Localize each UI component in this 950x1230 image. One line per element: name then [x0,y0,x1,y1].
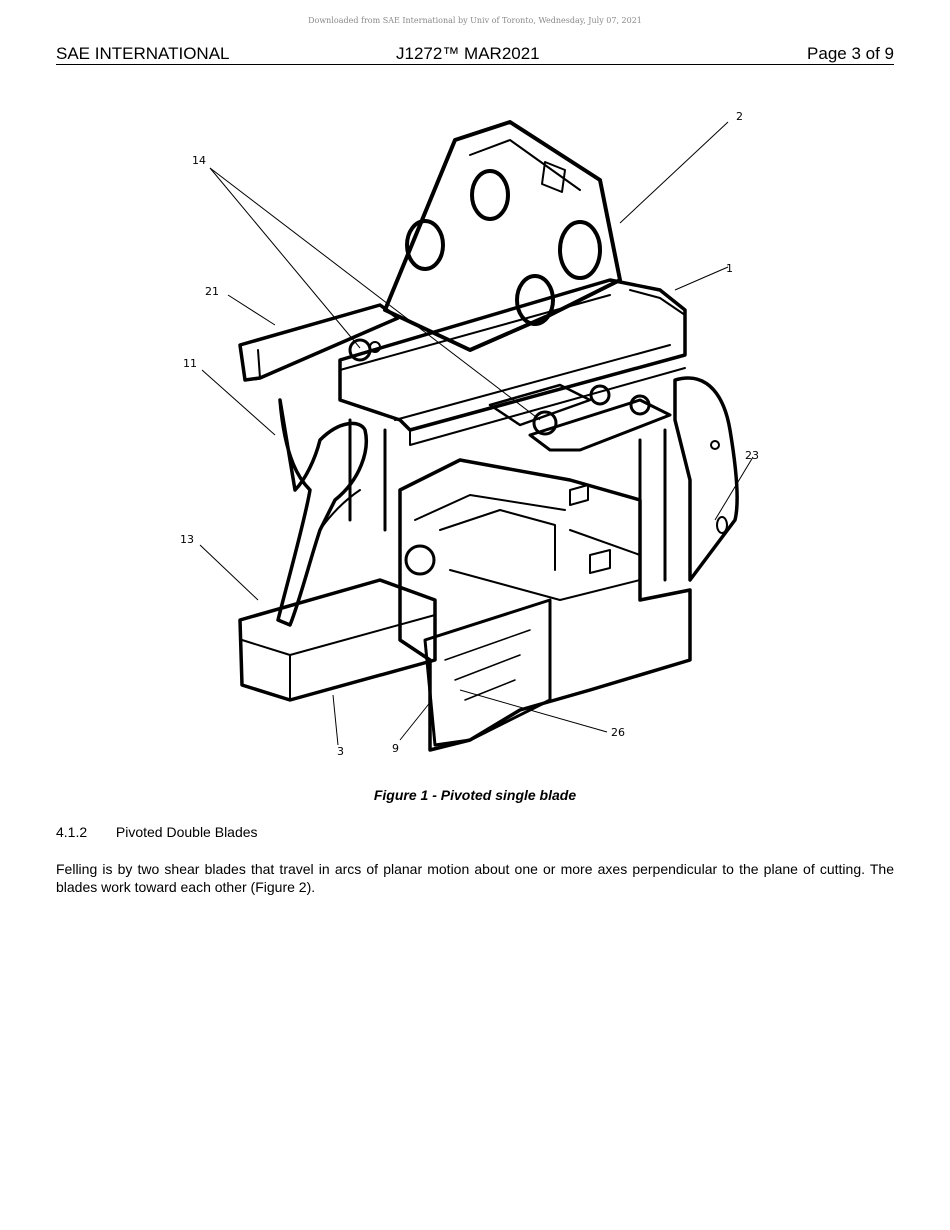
callout-1: 1 [726,262,733,275]
callout-21: 21 [205,285,219,298]
figure-1-drawing: 2 14 1 21 11 23 13 3 9 26 [170,100,770,765]
page-header: SAE INTERNATIONAL J1272™ MAR2021 Page 3 … [56,44,894,65]
section-heading: 4.1.2 Pivoted Double Blades [56,824,258,840]
callout-9: 9 [392,742,399,755]
callout-11: 11 [183,357,197,370]
section-paragraph: Felling is by two shear blades that trav… [56,861,894,895]
section-number: 4.1.2 [56,824,88,840]
callout-14: 14 [192,154,206,167]
section-title: Pivoted Double Blades [115,824,258,840]
figure-caption: Figure 1 - Pivoted single blade [373,787,577,803]
callout-3: 3 [337,745,344,758]
download-watermark: Downloaded from SAE International by Uni… [308,16,642,25]
publisher-name: SAE INTERNATIONAL [56,44,230,63]
callout-13: 13 [180,533,194,546]
page-number: Page 3 of 9 [807,44,894,63]
felling-head-illustration: 2 14 1 21 11 23 13 3 9 26 [180,110,759,758]
callout-23: 23 [745,449,759,462]
callout-2: 2 [736,110,743,123]
document-number: J1272™ MAR2021 [396,44,540,63]
callout-26: 26 [611,726,625,739]
